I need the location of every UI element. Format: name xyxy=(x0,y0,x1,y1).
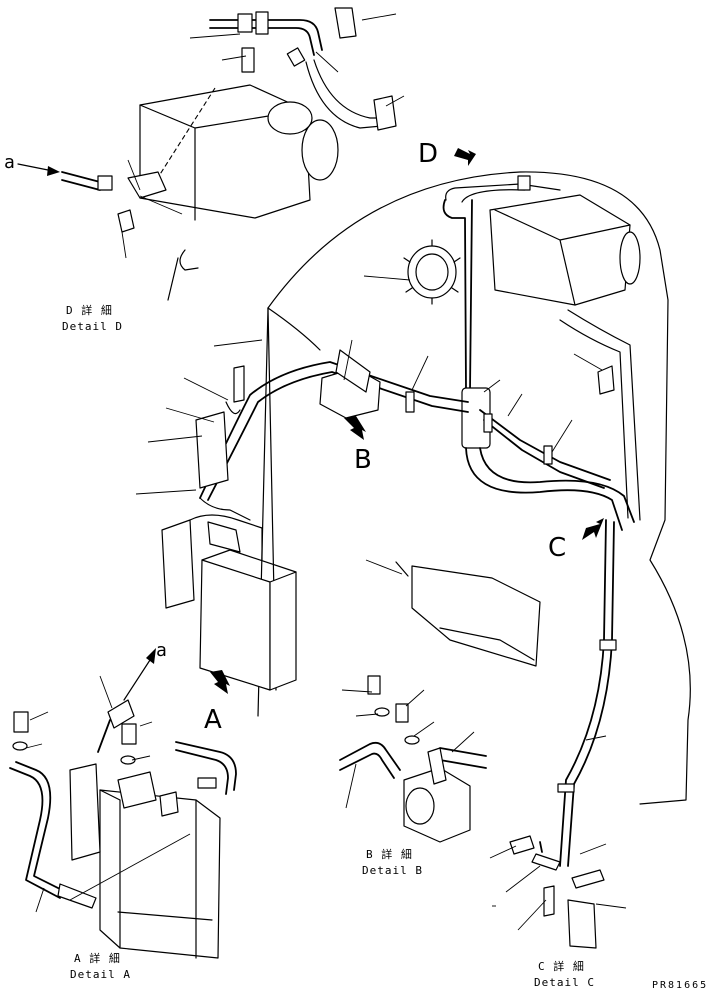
arrow-d xyxy=(454,148,476,166)
drawing-code: PR81665 xyxy=(652,980,708,990)
detail-d-bolt xyxy=(241,47,255,73)
main-assembly-group: D B C A xyxy=(135,139,691,867)
arrow-b xyxy=(344,416,366,440)
cover-plate xyxy=(411,565,541,667)
arrow-c xyxy=(582,518,604,540)
main-bracket-right xyxy=(597,365,615,395)
detail-b-group: B 詳 細 Detail B xyxy=(339,675,487,877)
detail-a-bolt xyxy=(13,711,29,733)
main-d-unit xyxy=(489,194,631,306)
detail-d-caption-ja: D 詳 細 xyxy=(66,303,113,317)
detail-d-clip xyxy=(334,7,357,39)
detail-b-caption-ja: B 詳 細 xyxy=(366,847,413,861)
cab-outline xyxy=(267,171,691,805)
detail-d-group: a D 詳 細 Detail D xyxy=(4,7,405,333)
view-label-a: A xyxy=(204,705,222,735)
connection-label-a-top: a xyxy=(4,152,15,173)
detail-c-pad xyxy=(567,899,597,949)
detail-d-caption-en: Detail D xyxy=(62,320,123,333)
detail-b-bolt-2 xyxy=(395,703,409,723)
detail-c-tee xyxy=(531,853,561,871)
detail-b-bolt-1 xyxy=(367,675,381,695)
view-label-d: D xyxy=(418,139,438,169)
detail-d-fitting-1 xyxy=(237,13,253,33)
detail-a-group: a A 詳 細 Detail A xyxy=(9,640,237,981)
main-receiver-a xyxy=(161,519,195,609)
detail-a-caption-ja: A 詳 細 xyxy=(74,951,121,965)
detail-d-hose-top xyxy=(209,19,323,51)
view-label-c: C xyxy=(548,533,566,563)
detail-a-receiver xyxy=(69,763,101,861)
detail-c-caption-ja: C 詳 細 xyxy=(538,959,585,973)
view-label-b: B xyxy=(354,445,372,475)
detail-d-connector xyxy=(127,171,167,199)
arrow-a xyxy=(210,670,230,694)
detail-b-caption-en: Detail B xyxy=(362,864,423,877)
connection-label-a-bottom: a xyxy=(156,640,167,661)
detail-c-group: C 詳 細 Detail C xyxy=(489,835,627,989)
detail-c-caption-en: Detail C xyxy=(534,976,595,989)
detail-a-caption-en: Detail A xyxy=(70,968,131,981)
main-condenser-a xyxy=(199,559,271,691)
main-drier-a xyxy=(195,411,229,489)
detail-c-elbow xyxy=(509,835,535,855)
